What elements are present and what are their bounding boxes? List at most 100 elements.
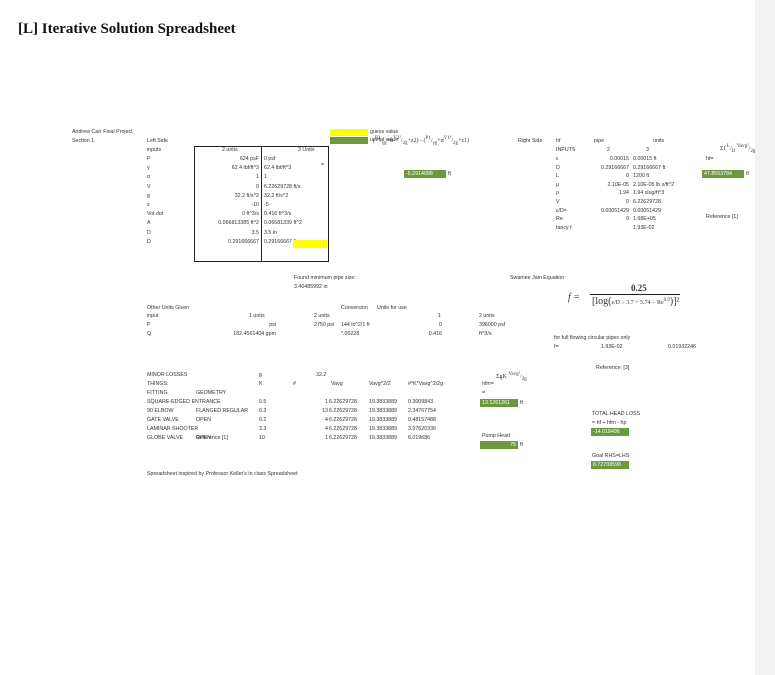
right-input-value-3[interactable]: 1.93E-02 (633, 224, 655, 231)
left-input-label[interactable]: A (147, 220, 151, 227)
hf-header[interactable]: hf (556, 138, 561, 144)
left-input-value-3[interactable]: 3.5 in (264, 229, 277, 236)
left-input-value-3[interactable]: 0.416 ft^3/s (264, 211, 292, 218)
minor-losses-title[interactable]: MINOR LOSSES (147, 372, 188, 378)
f-value-decimal[interactable]: 0.01932246 (668, 344, 696, 350)
units-header[interactable]: units (653, 138, 665, 144)
minor-count[interactable]: 4 (325, 426, 328, 432)
minor-kv[interactable]: 6.019686 (408, 435, 431, 441)
minor-count[interactable]: 4 (325, 417, 328, 423)
pipe-size-label[interactable]: Found minimum pipe size: (294, 275, 356, 281)
g-header[interactable]: g (259, 372, 262, 378)
pipe-diameter-guess-highlight[interactable] (293, 240, 327, 248)
unit-3-header[interactable]: 3 Units (298, 147, 315, 153)
minor-vavg[interactable]: 6.22629728 (329, 417, 357, 423)
left-input-value-2[interactable]: 0 ft^3/s (242, 211, 259, 218)
left-input-value-2[interactable]: 3.5 (251, 229, 259, 236)
pipe-col-3-header[interactable]: 3 (646, 147, 649, 153)
minor-count[interactable]: 13 (322, 408, 328, 414)
minor-geometry[interactable]: FLANGED REGULAR (196, 408, 249, 414)
pipe-header[interactable]: pipe (594, 138, 605, 144)
full-flow-note[interactable]: for full flowing circular pipes only (554, 335, 631, 341)
right-input-label[interactable]: μ (556, 181, 560, 188)
left-input-label[interactable]: g (147, 192, 150, 199)
author-cell[interactable]: Andrew Carr Final Project (72, 129, 133, 135)
k-header[interactable]: K (259, 381, 263, 387)
left-input-value-2[interactable]: 0.066813385 ft^2 (218, 220, 259, 227)
left-input-value-2[interactable]: -10 (251, 202, 259, 208)
left-input-value-3[interactable]: 0.29166667 ft (264, 238, 297, 245)
minor-fitting[interactable]: SQUARE-EDGED ENTRANCE (147, 399, 221, 405)
other-unit-value-1[interactable]: 182.4561404 gpm (233, 331, 276, 337)
other-unit-use-1[interactable]: 0.416 (428, 331, 442, 337)
minor-vavg[interactable]: 6.22629728 (329, 399, 357, 405)
use-unit-header[interactable]: 2 units (479, 313, 495, 319)
right-input-label[interactable]: D (556, 164, 560, 171)
right-input-label[interactable]: fancy f (556, 224, 572, 231)
left-input-label[interactable]: γ (147, 165, 150, 172)
left-input-value-2[interactable]: 32.2 ft/s^2 (234, 192, 259, 199)
right-input-value-3[interactable]: 0.00015 ft (633, 156, 657, 162)
pipe-size-value[interactable]: 3.40485992 in (294, 284, 328, 290)
minor-fitting[interactable]: 90 ELBOW (147, 408, 174, 414)
right-input-value-2[interactable]: 0 (626, 216, 629, 223)
other-unit-conversion[interactable]: *.00228 (341, 331, 360, 337)
count-header[interactable]: # (293, 381, 296, 387)
unit-2-header[interactable]: 2 units (222, 147, 238, 153)
left-input-value-2[interactable]: 624 psF (239, 156, 259, 162)
total-head-formula[interactable]: = hf + hfm - hp (592, 420, 627, 426)
left-input-value-3[interactable]: 6.22629728 ft/s (264, 183, 301, 190)
right-input-label[interactable]: ε/D= (556, 207, 567, 214)
left-input-value-2[interactable]: 0 (256, 183, 259, 190)
minor-k[interactable]: 0.3 (259, 408, 267, 414)
minor-vavg2[interactable]: 19.3833889 (369, 399, 397, 405)
g-value[interactable]: 32.2 (316, 372, 327, 378)
f-value[interactable]: 1.93E-02 (601, 344, 623, 350)
units-for-use-header[interactable]: Units for use (377, 305, 407, 311)
section-cell[interactable]: Section 1 (72, 138, 95, 144)
left-input-value-2[interactable]: 1 (256, 174, 259, 181)
goal-cell[interactable]: 8.72708598 (591, 461, 629, 469)
right-input-value-3[interactable]: 1.94 slug/ft^3 (633, 190, 665, 197)
left-input-label[interactable]: Vol dot (147, 211, 164, 218)
right-input-value-3[interactable]: 1200 ft (633, 173, 650, 180)
minor-geometry[interactable]: OPEN (196, 417, 212, 423)
swamee-jain-label[interactable]: Swamee Jain Equation (510, 275, 565, 281)
pipe-col-2-header[interactable]: 2 (607, 147, 610, 153)
right-input-label[interactable]: L (556, 173, 559, 180)
other-unit-conversion[interactable]: 144 in^2/1 ft (341, 322, 370, 328)
pump-head-cell[interactable]: 75 (480, 441, 518, 449)
geometry-header[interactable]: GEOMETRY (196, 390, 227, 396)
lhs-result-cell[interactable]: -5.2914098 (404, 170, 446, 178)
fitting-header[interactable]: FITTING (147, 390, 168, 396)
right-input-label[interactable]: ε (556, 156, 559, 162)
right-input-value-3[interactable]: 0.29166667 ft (633, 164, 666, 171)
other-units-u2-header[interactable]: 2 units (314, 313, 330, 319)
right-inputs-header[interactable]: INPUTS (556, 147, 576, 153)
left-input-label[interactable]: D (147, 238, 151, 245)
minor-kv[interactable]: 2.34767754 (408, 408, 436, 414)
left-input-value-3[interactable]: 62.4 lbf/ft^3 (264, 165, 292, 172)
guess-value-swatch[interactable] (330, 129, 368, 136)
minor-vavg[interactable]: 6.22629728 (329, 408, 357, 414)
minor-fitting[interactable]: LAMINAR SHOOTER (147, 426, 199, 432)
right-input-value-2[interactable]: 0.00051429 (601, 207, 629, 214)
right-input-label[interactable]: Re (556, 216, 563, 223)
other-unit-value-2[interactable]: 2750 psi (314, 322, 335, 328)
other-units-u1-header[interactable]: 1 units (249, 313, 265, 319)
left-input-value-2[interactable]: 62.4 lbf/ft^3 (231, 165, 259, 172)
left-input-label[interactable]: V (147, 183, 151, 190)
minor-k[interactable]: 10 (259, 435, 265, 441)
right-input-value-2[interactable]: 0 (626, 199, 629, 205)
things-header[interactable]: THINGS: (147, 381, 169, 387)
right-input-value-2[interactable]: 0 (626, 173, 629, 180)
right-input-label[interactable]: V (556, 199, 560, 205)
other-units-input-header[interactable]: input (147, 313, 159, 319)
other-unit-value-1[interactable]: psi (269, 322, 276, 328)
minor-geometry[interactable]: OPEN (196, 435, 212, 441)
vavg2-header[interactable]: Vavg^2/2 (369, 381, 391, 387)
right-input-value-3[interactable]: 6.22629728 (633, 199, 661, 205)
minor-vavg2[interactable]: 19.3833889 (369, 408, 397, 414)
minor-kv[interactable]: 3.97620336 (408, 426, 436, 432)
minor-k[interactable]: 0.5 (259, 399, 267, 405)
